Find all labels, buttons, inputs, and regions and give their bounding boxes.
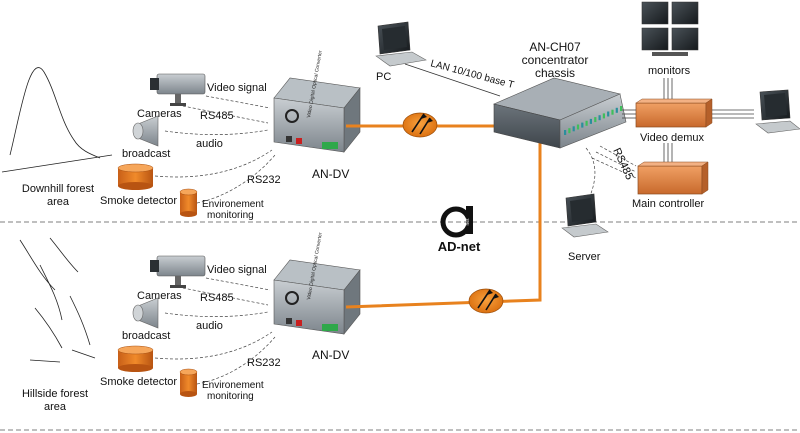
chassis-port-led xyxy=(568,128,571,134)
chassis-ports xyxy=(564,106,623,135)
env-label-1: Environement xyxy=(202,199,264,210)
broadcast-label: broadcast xyxy=(122,148,170,160)
server-label: Server xyxy=(568,251,601,263)
rs232-label: RS232 xyxy=(247,357,281,369)
rs485-label: RS485 xyxy=(200,110,234,122)
an-dv-label-top: AN-DV xyxy=(312,167,349,181)
smoke-detector-icon xyxy=(117,163,154,190)
hillside-sketch xyxy=(19,237,96,363)
env-sensor-icon xyxy=(179,188,198,217)
bottom-site: Hillside forest area Video signal Camera… xyxy=(19,232,361,413)
env-label-2: monitoring xyxy=(207,391,254,402)
camera-icon xyxy=(150,255,206,288)
area-label-top-1: Downhill forest xyxy=(22,183,94,195)
video-signal-label: Video signal xyxy=(207,82,267,94)
demux-cables xyxy=(622,109,754,164)
chassis-port-led xyxy=(589,118,592,124)
cameras-label: Cameras xyxy=(137,290,182,302)
chassis-port-led xyxy=(607,111,610,117)
svg-text:net: net xyxy=(465,218,471,226)
workstation-icon xyxy=(755,89,800,134)
audio-label: audio xyxy=(196,320,223,332)
chassis-label-1: AN-CH07 xyxy=(529,40,581,54)
area-label-bottom-2: area xyxy=(44,401,67,413)
audio-label: audio xyxy=(196,138,223,150)
chassis-label-3: chassis xyxy=(535,66,575,80)
top-site: Downhill forest area Video signal Camera… xyxy=(1,50,361,221)
video-demux-label: Video demux xyxy=(640,132,705,144)
monitors-icon xyxy=(641,1,699,56)
chassis-port-led xyxy=(620,106,623,111)
broadcast-label: broadcast xyxy=(122,330,170,342)
adnet-logo-text: AD-net xyxy=(438,239,481,254)
lan-line xyxy=(404,63,501,97)
chassis-port-led xyxy=(564,130,567,135)
camera-icon xyxy=(150,73,206,106)
chassis-port-led xyxy=(581,122,584,128)
fiber-transceiver-icon xyxy=(402,112,438,138)
pc-computer-icon xyxy=(375,21,427,67)
server-link xyxy=(585,147,596,197)
area-label-top-2: area xyxy=(47,196,70,208)
rs485-center-label: RS485 xyxy=(610,146,635,182)
rs232-label: RS232 xyxy=(247,174,281,186)
an-dv-device-bottom: Video Digital Optical Converter xyxy=(273,232,361,335)
loudspeaker-icon xyxy=(132,297,159,329)
chassis-port-led xyxy=(585,120,588,126)
smoke-detector-label: Smoke detector xyxy=(100,195,177,207)
chassis-port-led xyxy=(598,115,601,121)
adnet-logo: net xyxy=(440,206,473,238)
env-label-2: monitoring xyxy=(207,210,254,221)
env-label-1: Environement xyxy=(202,380,264,391)
chassis-port-led xyxy=(615,107,618,113)
chassis-port-led xyxy=(576,124,580,130)
signal-lines-bottom xyxy=(154,277,276,385)
hill-base-top xyxy=(1,154,113,173)
fiber-bottom xyxy=(345,142,542,309)
main-controller-label: Main controller xyxy=(632,198,704,210)
pc-label: PC xyxy=(376,71,391,83)
main-controller-box xyxy=(637,161,709,195)
video-signal-label: Video signal xyxy=(207,264,267,276)
cameras-label: Cameras xyxy=(137,108,182,120)
chassis-port-led xyxy=(594,117,597,123)
smoke-detector-label: Smoke detector xyxy=(100,376,177,388)
monitor-cables xyxy=(663,78,673,102)
rs485-label: RS485 xyxy=(200,292,234,304)
concentrator-chassis xyxy=(493,77,627,149)
an-dv-label-bottom: AN-DV xyxy=(312,348,349,362)
chassis-port-led xyxy=(572,126,575,132)
signal-lines-top xyxy=(154,95,276,204)
smoke-detector-icon xyxy=(117,345,154,372)
chassis-port-led xyxy=(602,113,605,119)
monitors-label: monitors xyxy=(648,65,691,77)
an-dv-device-top: Video Digital Optical Converter xyxy=(273,50,361,153)
hill-sketch-top xyxy=(9,67,101,159)
video-demux-box xyxy=(635,98,713,128)
rs485-link xyxy=(591,145,637,179)
chassis-label-2: concentrator xyxy=(522,53,589,67)
fiber-transceiver-icon xyxy=(468,288,504,314)
env-sensor-icon xyxy=(179,368,198,397)
chassis-port-led xyxy=(611,109,614,115)
loudspeaker-icon xyxy=(132,115,159,147)
area-label-bottom-1: Hillside forest xyxy=(22,388,88,400)
server-computer-icon xyxy=(561,193,609,238)
